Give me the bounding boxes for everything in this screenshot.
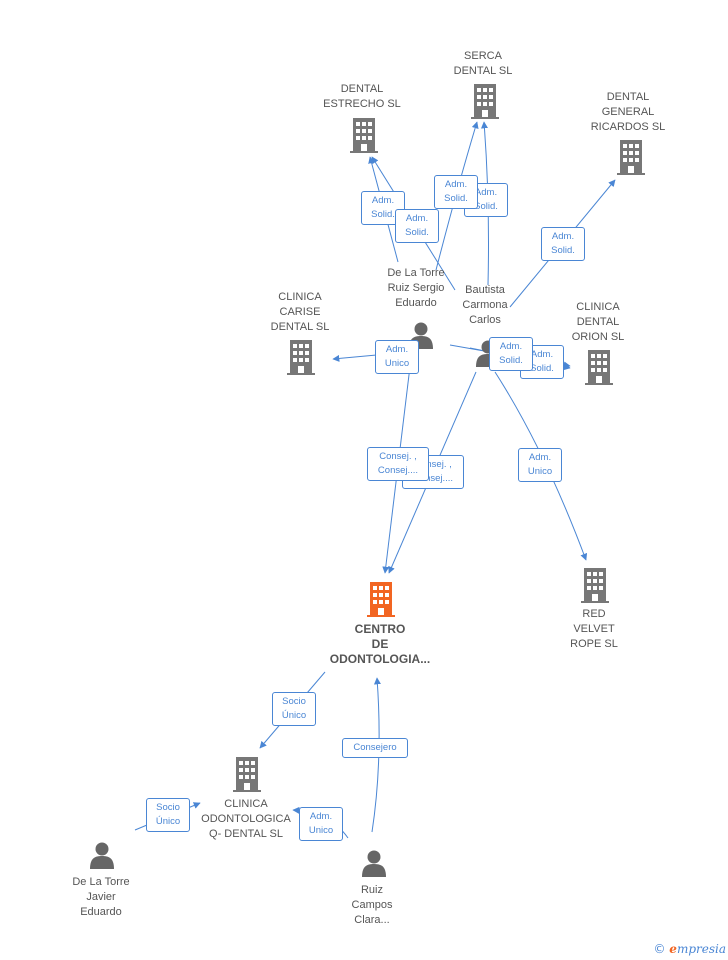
edge-label[interactable]: Adm. Solid.	[361, 191, 405, 225]
node-clinica-orion[interactable]: CLINICA DENTAL ORION SL	[571, 301, 625, 343]
building-icon	[471, 84, 499, 119]
node-person-bautista[interactable]: Bautista Carmona Carlos	[462, 284, 508, 326]
building-icon	[581, 568, 609, 603]
node-dental-estrecho[interactable]: DENTAL ESTRECHO SL	[323, 83, 401, 110]
brand-e: e	[669, 942, 677, 956]
edge-label[interactable]: Consej. , Consej....	[367, 447, 429, 481]
node-clinica-carise[interactable]: CLINICA CARISE DENTAL SL	[270, 291, 330, 333]
node-red-velvet[interactable]: RED VELVET ROPE SL	[570, 608, 618, 650]
building-icon	[287, 340, 315, 375]
building-icon	[350, 118, 378, 153]
person-icon	[362, 850, 386, 877]
building-icon	[233, 757, 261, 792]
node-person-de-la-torre-sergio[interactable]: De La Torre Ruiz Sergio Eduardo	[387, 267, 445, 309]
edge-label[interactable]: Adm. Unico	[375, 340, 419, 374]
node-serca-dental[interactable]: SERCA DENTAL SL	[453, 50, 513, 77]
edge-label[interactable]: Adm. Solid.	[541, 227, 585, 261]
person-icon	[90, 842, 114, 869]
building-icon	[585, 350, 613, 385]
node-centro-odontologia[interactable]: CENTRO DE ODONTOLOGIA...	[329, 622, 431, 666]
edge-label[interactable]: Adm. Solid.	[489, 337, 533, 371]
edge-label[interactable]: Adm. Solid.	[395, 209, 439, 243]
edge-label[interactable]: Consejero	[342, 738, 408, 758]
building-icon	[617, 140, 645, 175]
edge-label[interactable]: Adm. Unico	[518, 448, 562, 482]
node-person-de-la-torre-javier[interactable]: De La Torre Javier Eduardo	[72, 876, 130, 918]
empresia-watermark: © empresia	[653, 942, 726, 956]
brand-name: mpresia	[676, 942, 726, 956]
node-person-ruiz-campos[interactable]: Ruiz Campos Clara...	[351, 884, 393, 926]
node-clinica-odontologica[interactable]: CLINICA ODONTOLOGICA Q- DENTAL SL	[201, 798, 291, 840]
edge-label[interactable]: Adm. Unico	[299, 807, 343, 841]
copyright-symbol: ©	[653, 942, 666, 956]
main-building-icon	[367, 582, 395, 617]
node-dental-general-ricardos[interactable]: DENTAL GENERAL RICARDOS SL	[590, 91, 666, 133]
edge-label[interactable]: Socio Único	[146, 798, 190, 832]
edge-label[interactable]: Adm. Solid.	[434, 175, 478, 209]
edge-label[interactable]: Socio Único	[272, 692, 316, 726]
